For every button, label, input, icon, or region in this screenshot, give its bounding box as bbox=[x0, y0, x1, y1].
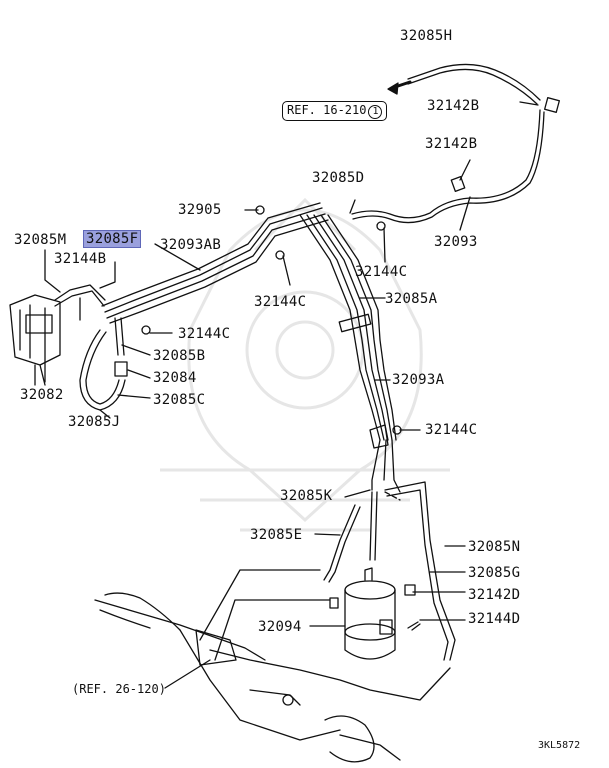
callout-32144c-b: 32144C bbox=[254, 294, 307, 310]
bolt-32144c-c bbox=[141, 325, 151, 335]
callout-32085d: 32085D bbox=[312, 170, 365, 186]
callout-32085j: 32085J bbox=[68, 414, 121, 430]
callout-32144b: 32144B bbox=[54, 251, 107, 267]
pipe-bundle-32093ab bbox=[104, 207, 323, 313]
callout-32082: 32082 bbox=[20, 387, 64, 403]
callout-32085g: 32085G bbox=[468, 565, 521, 581]
bolt-32144d bbox=[407, 621, 421, 631]
reference-16-210-text: REF. 16-210 bbox=[287, 103, 367, 117]
callout-32093: 32093 bbox=[434, 234, 478, 250]
pipe-32085n bbox=[384, 481, 456, 661]
callout-32085f-highlighted[interactable]: 32085F bbox=[83, 230, 142, 248]
callout-32144d: 32144D bbox=[468, 611, 521, 627]
hose-32085e bbox=[323, 504, 356, 581]
callout-32144c-c: 32144C bbox=[178, 326, 231, 342]
hose-32085k bbox=[369, 491, 373, 561]
callout-32085a: 32085A bbox=[385, 291, 438, 307]
pipe-32093 bbox=[351, 109, 541, 219]
callout-32085c: 32085C bbox=[153, 392, 206, 408]
callout-32142b-mid: 32142B bbox=[425, 136, 478, 152]
pipe-bundle-32085a bbox=[299, 214, 381, 441]
callout-32094: 32094 bbox=[258, 619, 302, 635]
hose-32085h bbox=[407, 63, 541, 101]
clip-32142b-mid bbox=[450, 176, 466, 192]
callout-32084: 32084 bbox=[153, 370, 197, 386]
reference-circle-number: 1 bbox=[368, 105, 383, 119]
callout-32085b: 32085B bbox=[153, 348, 206, 364]
hose-32085b bbox=[114, 317, 119, 356]
hose-32085j bbox=[79, 329, 126, 411]
callout-32085h: 32085H bbox=[400, 28, 453, 44]
diagram-code: 3KL5872 bbox=[538, 740, 581, 751]
steering-rack bbox=[94, 599, 266, 661]
bolt-32144c-a bbox=[275, 250, 285, 260]
callout-32144c-a: 32144C bbox=[355, 264, 408, 280]
callout-32142b-top: 32142B bbox=[427, 98, 480, 114]
canister-32094 bbox=[344, 589, 396, 660]
callout-32142d: 32142D bbox=[468, 587, 521, 603]
callout-32085k: 32085K bbox=[280, 488, 333, 504]
clip-32142b-top bbox=[544, 97, 560, 113]
callout-32093ab: 32093AB bbox=[160, 237, 222, 253]
reference-26-120[interactable]: (REF. 26-120) bbox=[72, 682, 166, 696]
hose-32144b bbox=[54, 284, 106, 301]
callout-32085n: 32085N bbox=[468, 539, 521, 555]
callout-32085e: 32085E bbox=[250, 527, 303, 543]
clip-32142d bbox=[404, 584, 416, 596]
callout-32093a: 32093A bbox=[392, 372, 445, 388]
bolt-32144c-b bbox=[376, 221, 386, 231]
callout-32905: 32905 bbox=[178, 202, 222, 218]
valve-32082 bbox=[9, 294, 61, 366]
fitting-32084 bbox=[114, 361, 128, 377]
watermark-emblem bbox=[160, 197, 450, 532]
clamp bbox=[338, 313, 372, 333]
callout-32085m: 32085M bbox=[14, 232, 67, 248]
callout-32144c-d: 32144C bbox=[425, 422, 478, 438]
